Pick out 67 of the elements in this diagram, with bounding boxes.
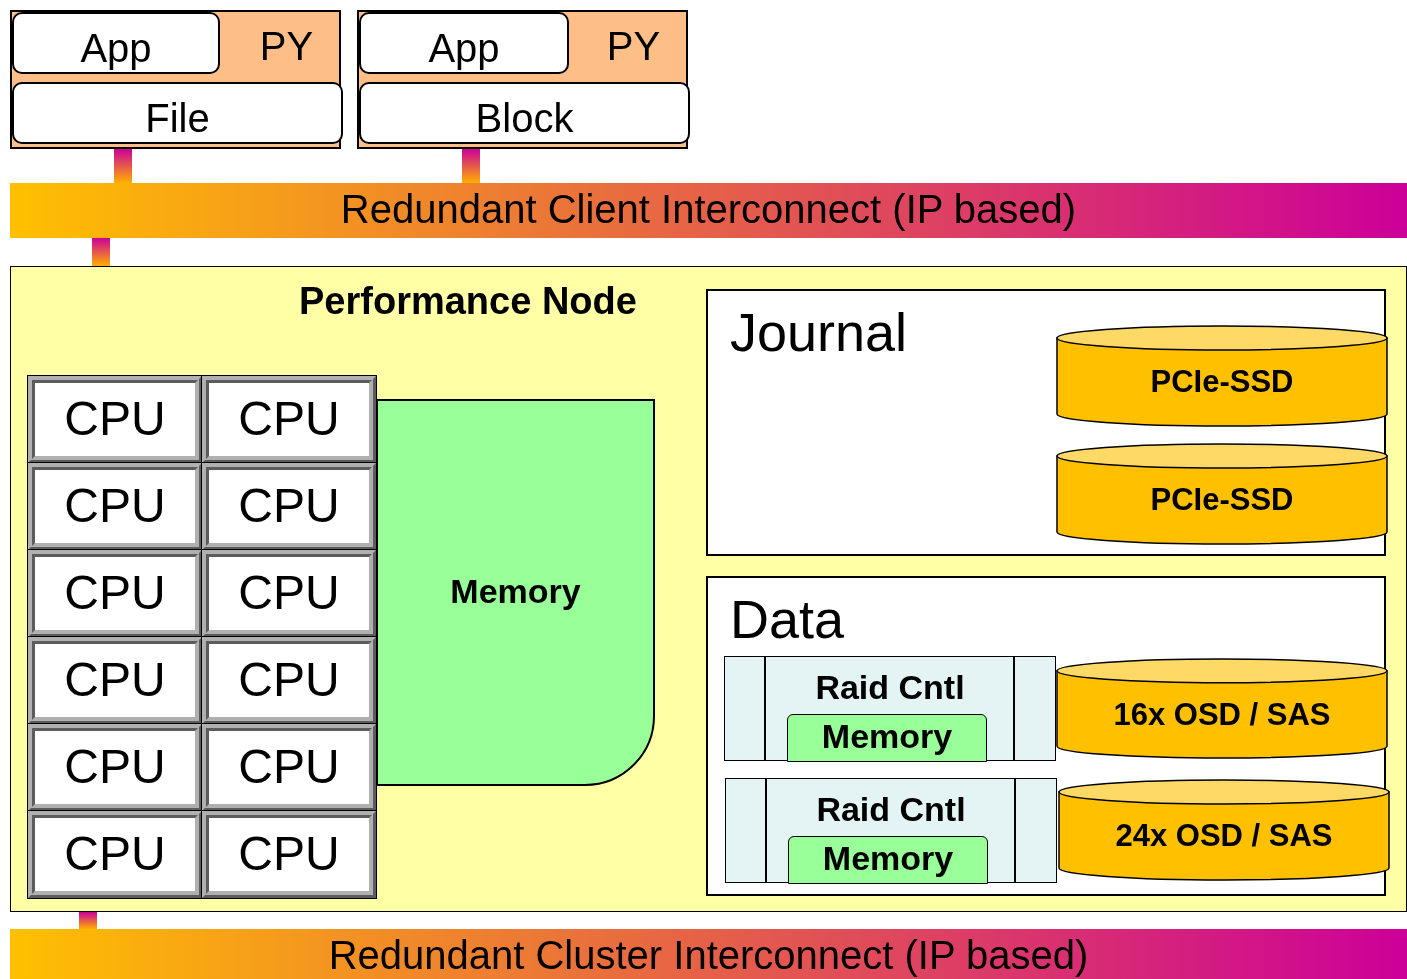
server-node-panel [10, 266, 1407, 912]
software-label: App [428, 26, 500, 70]
raid-controller-card [725, 778, 1057, 883]
cpu-label: CPU [64, 828, 166, 881]
cpu-chip [28, 637, 202, 724]
client-panel [10, 10, 341, 149]
memory-label: Memory [821, 718, 953, 756]
panel-title: Performance Node [299, 281, 637, 323]
cpu-chip [202, 811, 376, 898]
software-box [12, 82, 343, 144]
memory-module [788, 836, 988, 884]
memory-block [376, 399, 655, 786]
cpu-label: CPU [64, 480, 166, 533]
raid-label: Raid Cntl [815, 669, 965, 707]
memory-label: Memory [822, 840, 954, 878]
disk-cylinder [1058, 779, 1390, 882]
cpu-label: CPU [238, 567, 340, 620]
disk-label: PCIe-SSD [1150, 483, 1294, 518]
cpu-chip [202, 637, 376, 724]
cpu-label: CPU [64, 654, 166, 707]
disk-label: 16x OSD / SAS [1113, 698, 1331, 733]
cpu-chip [28, 724, 202, 811]
cpu-chip [28, 550, 202, 637]
disk-cylinder [1056, 658, 1388, 760]
disk-cylinder [1056, 443, 1388, 546]
protocol-label: PY [606, 24, 661, 68]
cpu-label: CPU [238, 741, 340, 794]
software-label: File [145, 96, 210, 140]
cpu-label: CPU [64, 741, 166, 794]
raid-label: Raid Cntl [816, 791, 966, 829]
disk-label: 24x OSD / SAS [1115, 819, 1333, 854]
panel-title: Journal [730, 303, 908, 363]
software-box [359, 12, 569, 74]
cpu-label: CPU [238, 828, 340, 881]
disk-cylinder [1056, 325, 1388, 428]
interconnect-label: Redundant Client Interconnect (IP based) [340, 187, 1077, 231]
connector-link [79, 912, 97, 929]
cpu-chip [28, 376, 202, 463]
connector-link [114, 149, 132, 183]
raid-controller-card [724, 656, 1056, 761]
interconnect-label: Redundant Cluster Interconnect (IP based) [328, 933, 1089, 977]
cpu-chip [202, 376, 376, 463]
cpu-chip [28, 463, 202, 550]
interconnect-bar [10, 183, 1407, 238]
client-panel [357, 10, 688, 149]
memory-module [787, 714, 987, 762]
cpu-chip [202, 550, 376, 637]
connector-link [462, 149, 480, 183]
panel-title: Data [730, 590, 845, 650]
software-box [12, 12, 220, 74]
cpu-label: CPU [238, 393, 340, 446]
memory-label: Memory [450, 573, 581, 611]
cpu-label: CPU [64, 393, 166, 446]
connector-link [92, 238, 110, 266]
storage-panel [706, 289, 1386, 556]
protocol-label: PY [259, 24, 314, 68]
cpu-chip [202, 724, 376, 811]
software-label: Block [475, 96, 574, 140]
interconnect-bar [10, 929, 1407, 979]
cpu-chip [28, 811, 202, 898]
software-box [359, 82, 690, 144]
cpu-label: CPU [64, 567, 166, 620]
cpu-label: CPU [238, 654, 340, 707]
cpu-label: CPU [238, 480, 340, 533]
disk-label: PCIe-SSD [1150, 365, 1294, 400]
cpu-chip [202, 463, 376, 550]
software-label: App [80, 26, 152, 70]
